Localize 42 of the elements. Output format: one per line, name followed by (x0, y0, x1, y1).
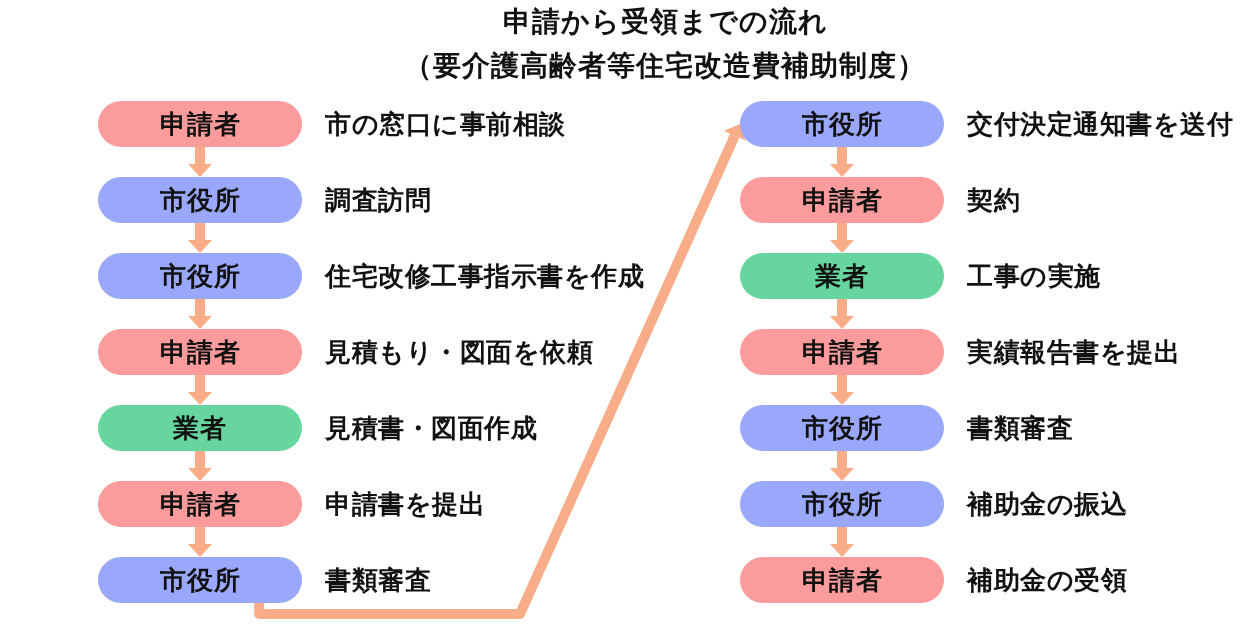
actor-pill: 申請者 (98, 101, 302, 147)
flow-arrow (188, 375, 212, 405)
step-text: 書類審査 (967, 413, 1073, 443)
title: 申請から受領までの流れ（要介護高齢者等住宅改造費補助制度） (403, 4, 927, 84)
flow-arrow (254, 121, 746, 619)
actor-pill: 申請者 (98, 329, 302, 375)
step-text: 実績報告書を提出 (967, 337, 1180, 367)
flow-arrow (830, 147, 854, 177)
step-text: 交付決定通知書を送付 (967, 109, 1233, 139)
actor-pill: 市役所 (98, 253, 302, 299)
actor-pill: 申請者 (740, 329, 944, 375)
step-text: 補助金の受領 (967, 565, 1127, 595)
flow-arrow (188, 223, 212, 253)
step-text: 補助金の振込 (967, 489, 1127, 519)
actor-pill: 市役所 (740, 481, 944, 527)
actor-pill: 申請者 (98, 481, 302, 527)
flow-arrow (188, 451, 212, 481)
actor-pill: 申請者 (740, 177, 944, 223)
flow-arrow (830, 299, 854, 329)
flow-arrow (188, 147, 212, 177)
step-text: 見積書・図面作成 (325, 413, 537, 443)
step-text: 書類審査 (325, 565, 431, 595)
step-text: 市の窓口に事前相談 (325, 109, 566, 139)
flow-arrow (830, 223, 854, 253)
actor-pill: 業者 (740, 253, 944, 299)
step-text: 申請書を提出 (325, 489, 485, 519)
actor-pill: 市役所 (740, 405, 944, 451)
flow-arrow (830, 375, 854, 405)
flow-arrow (830, 527, 854, 557)
actor-pill: 市役所 (740, 101, 944, 147)
step-text: 調査訪問 (325, 185, 431, 215)
actor-pill: 市役所 (98, 557, 302, 603)
actor-pill: 市役所 (98, 177, 302, 223)
actor-pill: 業者 (98, 405, 302, 451)
step-text: 工事の実施 (967, 261, 1101, 291)
flow-arrow (188, 299, 212, 329)
flow-arrow (188, 527, 212, 557)
step-text: 見積もり・図面を依頼 (325, 337, 593, 367)
actor-pill: 申請者 (740, 557, 944, 603)
flow-arrow (830, 451, 854, 481)
step-text: 住宅改修工事指示書を作成 (325, 261, 644, 291)
step-text: 契約 (967, 185, 1020, 215)
